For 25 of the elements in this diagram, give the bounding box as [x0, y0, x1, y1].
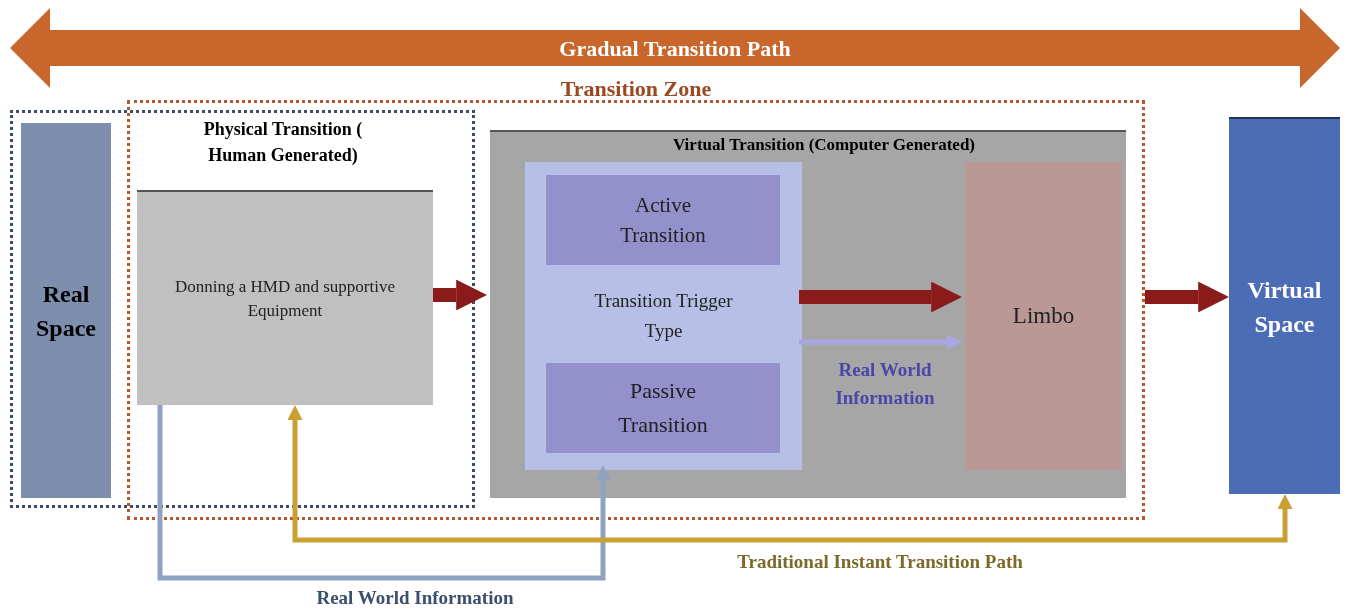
arrow	[799, 281, 962, 313]
process-box	[137, 190, 433, 405]
zone-title: Transition Zone	[560, 75, 712, 103]
arrow-label: Gradual Transition Path	[559, 34, 791, 63]
passive-transition-box	[546, 363, 780, 453]
virtual-space-bar	[1229, 117, 1340, 494]
dotted-frame	[10, 110, 475, 508]
process-text: Donning a HMD and supportive Equipment	[174, 275, 396, 322]
arrow	[287, 405, 1293, 543]
box-label: Passive Transition	[617, 377, 709, 439]
space-label: Real Space	[35, 279, 97, 343]
trigger-type-box	[525, 162, 802, 470]
arrow	[1145, 281, 1229, 313]
space-label: Virtual Space	[1246, 275, 1323, 339]
real-space-bar	[21, 123, 111, 498]
trigger-label: Transition Trigger Type	[593, 289, 734, 343]
arrow	[157, 405, 611, 581]
arrow	[799, 334, 962, 350]
box-label: Active Transition	[619, 192, 707, 249]
arrow	[433, 279, 487, 311]
panel-title: Virtual Transition (Computer Generated)	[672, 134, 975, 156]
section-title: Physical Transition ( Human Generated)	[202, 118, 364, 167]
virtual-transition-panel	[490, 130, 1126, 498]
box-label: Limbo	[1012, 301, 1075, 330]
active-transition-box	[546, 175, 780, 265]
